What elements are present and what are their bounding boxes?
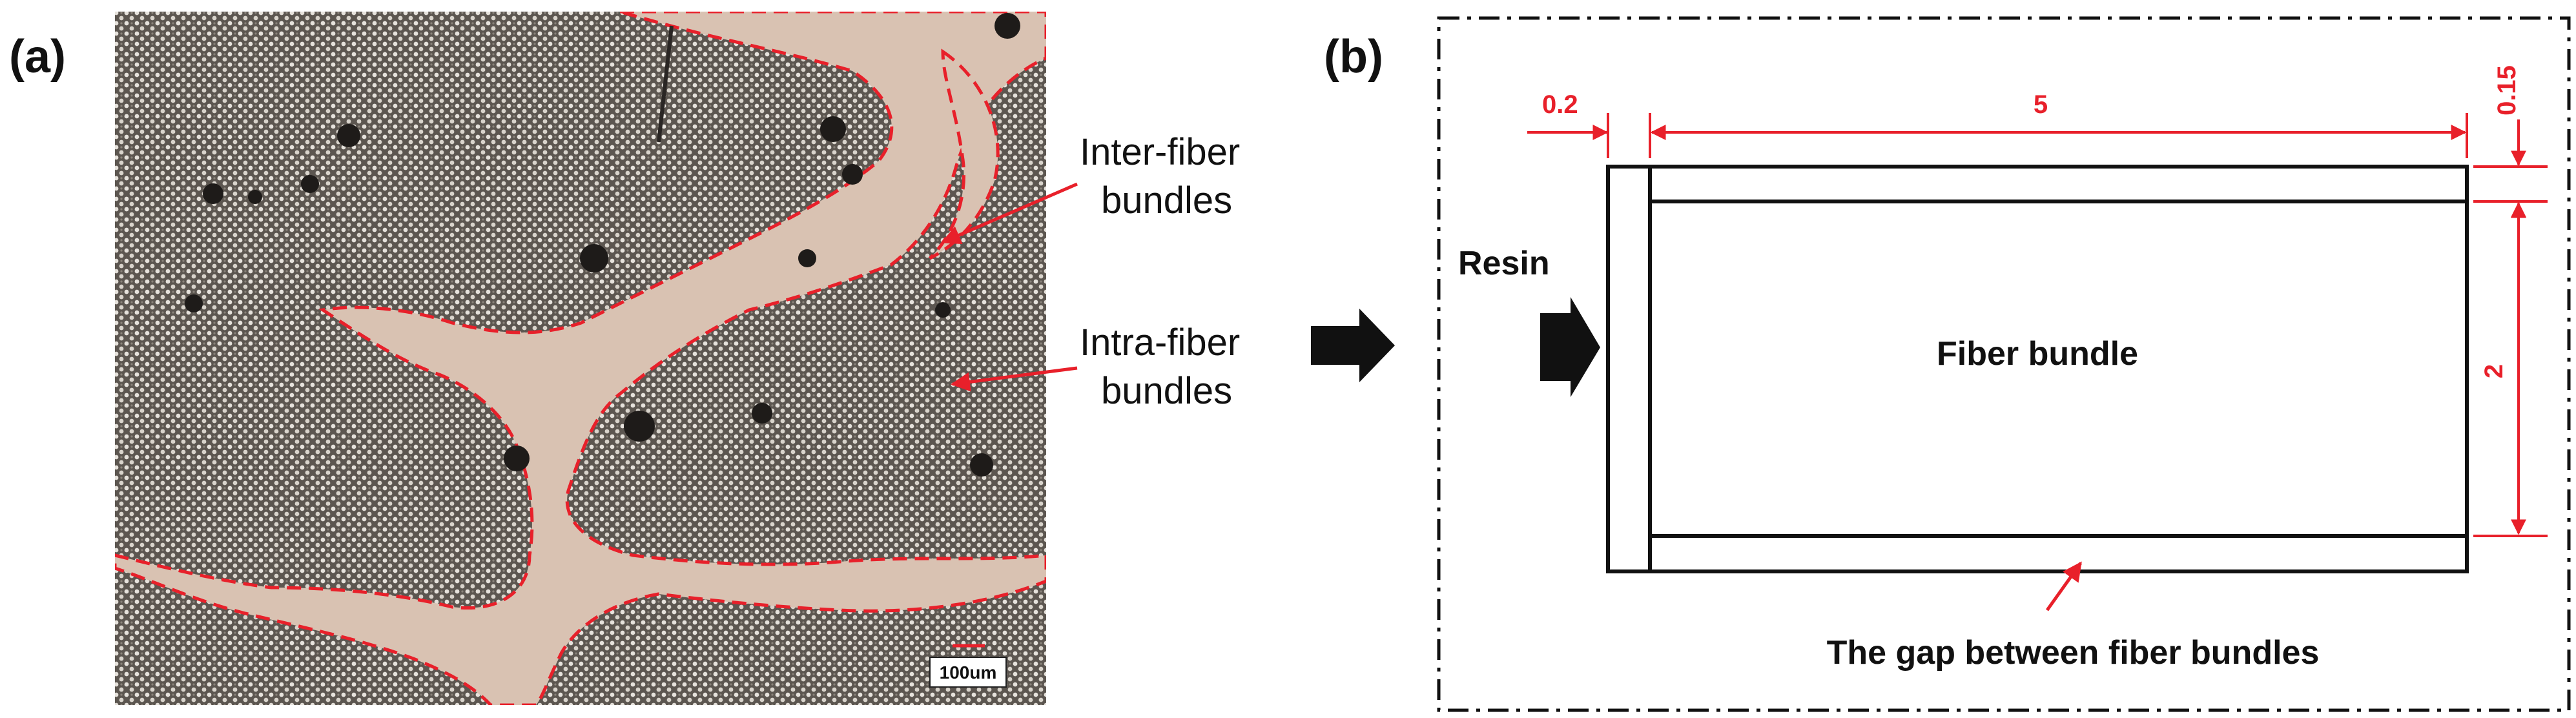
- callout-intra-line1: Intra-fiber: [1080, 322, 1240, 364]
- dim-height-label: 2: [2480, 364, 2508, 378]
- callout-inter-line1: Inter-fiber: [1080, 131, 1240, 173]
- model-outer-rect: [1606, 165, 2469, 573]
- resin-label: Resin: [1458, 245, 1550, 282]
- dimensions: [1527, 113, 2548, 537]
- panel-b-border: [1437, 16, 2571, 712]
- arrow-intra: [951, 366, 1078, 392]
- micrograph: [115, 12, 1046, 705]
- panel-a-label: (a): [9, 31, 66, 83]
- scale-bar: 100um: [929, 644, 1007, 688]
- crack: [657, 25, 674, 143]
- fiber-bundle-label: Fiber bundle: [1937, 335, 2138, 373]
- gap-caption: The gap between fiber bundles: [1827, 634, 2320, 672]
- dim-length-label: 5: [2034, 90, 2048, 119]
- arrow-inter: [941, 182, 1078, 245]
- transition-arrow-icon: [1311, 309, 1395, 382]
- callout-inter-line2: bundles: [1101, 180, 1232, 221]
- panel-b-label: (b): [1324, 31, 1383, 83]
- model-geometry: [1606, 165, 2469, 573]
- scale-bar-label: 100um: [940, 662, 997, 682]
- dim-gap-label: 0.2: [1542, 90, 1578, 119]
- voids: [185, 13, 1020, 477]
- resin-flow-arrow-icon: [1540, 297, 1600, 397]
- callout-intra-line2: bundles: [1101, 370, 1232, 412]
- dim-thickness-label: 0.15: [2493, 65, 2521, 116]
- matrix-regions: [115, 12, 1046, 705]
- gap-caption-arrow: [2045, 561, 2083, 611]
